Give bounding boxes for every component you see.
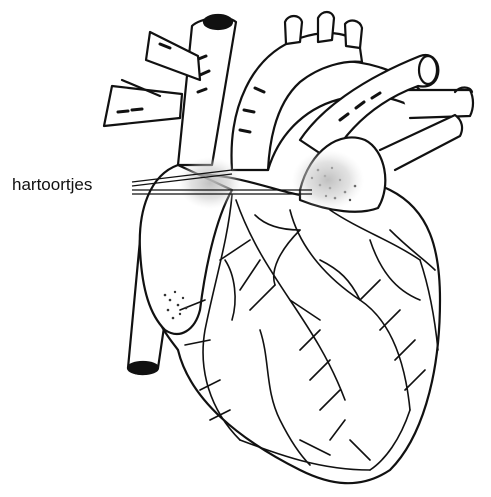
superior-vena-cava: [178, 15, 236, 165]
hartoortjes-label: hartoortjes: [12, 175, 92, 195]
auricle-highlight-left: [292, 150, 364, 210]
auricle-highlight-right: [178, 157, 242, 209]
